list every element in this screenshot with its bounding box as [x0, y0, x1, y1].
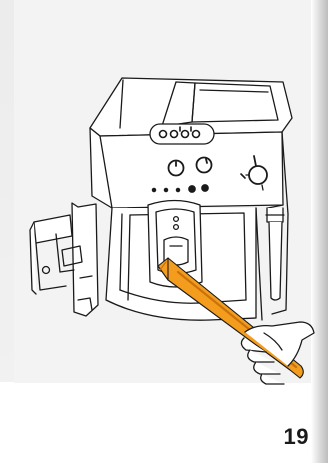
- service-door: [30, 203, 98, 316]
- steam-wand: [266, 208, 284, 300]
- page-number: 19: [284, 424, 309, 450]
